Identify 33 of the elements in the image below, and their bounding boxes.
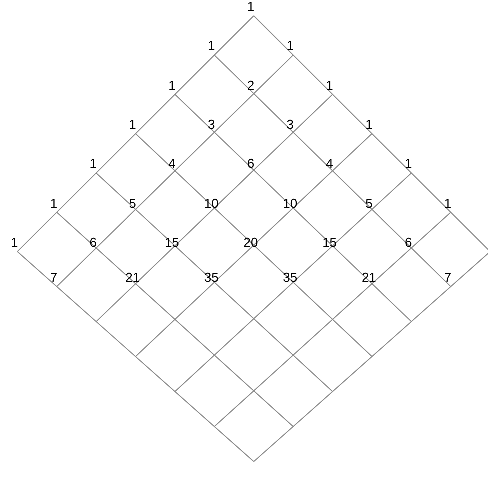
- number-label: 20: [244, 236, 258, 250]
- number-label: 21: [126, 270, 140, 285]
- number-label: 6: [404, 236, 412, 250]
- number-label: 1: [326, 78, 334, 93]
- number-label: 1: [366, 118, 373, 132]
- number-label: 1: [129, 118, 136, 132]
- number-label: 1: [10, 236, 18, 250]
- number-label: 7: [50, 270, 58, 285]
- number-label: 35: [283, 270, 298, 285]
- number-label: 1: [50, 196, 58, 210]
- number-label: 6: [247, 157, 255, 172]
- number-label: 1: [208, 39, 216, 54]
- number-label: 10: [283, 196, 298, 210]
- number-label: 15: [164, 236, 180, 250]
- number-label: 15: [322, 236, 338, 250]
- number-label: 1: [90, 157, 97, 172]
- number-label: 2: [247, 78, 255, 93]
- number-label: 1: [286, 39, 294, 54]
- number-label: 4: [168, 157, 176, 172]
- number-label: 35: [204, 270, 219, 285]
- number-label: 1: [247, 0, 255, 14]
- number-label: 7: [444, 270, 452, 285]
- number-label: 1: [168, 78, 176, 93]
- number-label: 6: [90, 236, 97, 250]
- number-label: 3: [208, 118, 216, 132]
- number-label: 21: [362, 270, 376, 285]
- number-label: 3: [286, 118, 294, 132]
- number-label: 10: [204, 196, 219, 210]
- number-label: 1: [404, 157, 412, 172]
- number-label: 1: [444, 196, 452, 210]
- number-label: 5: [129, 196, 136, 210]
- number-label: 4: [326, 157, 334, 172]
- number-label: 5: [366, 196, 373, 210]
